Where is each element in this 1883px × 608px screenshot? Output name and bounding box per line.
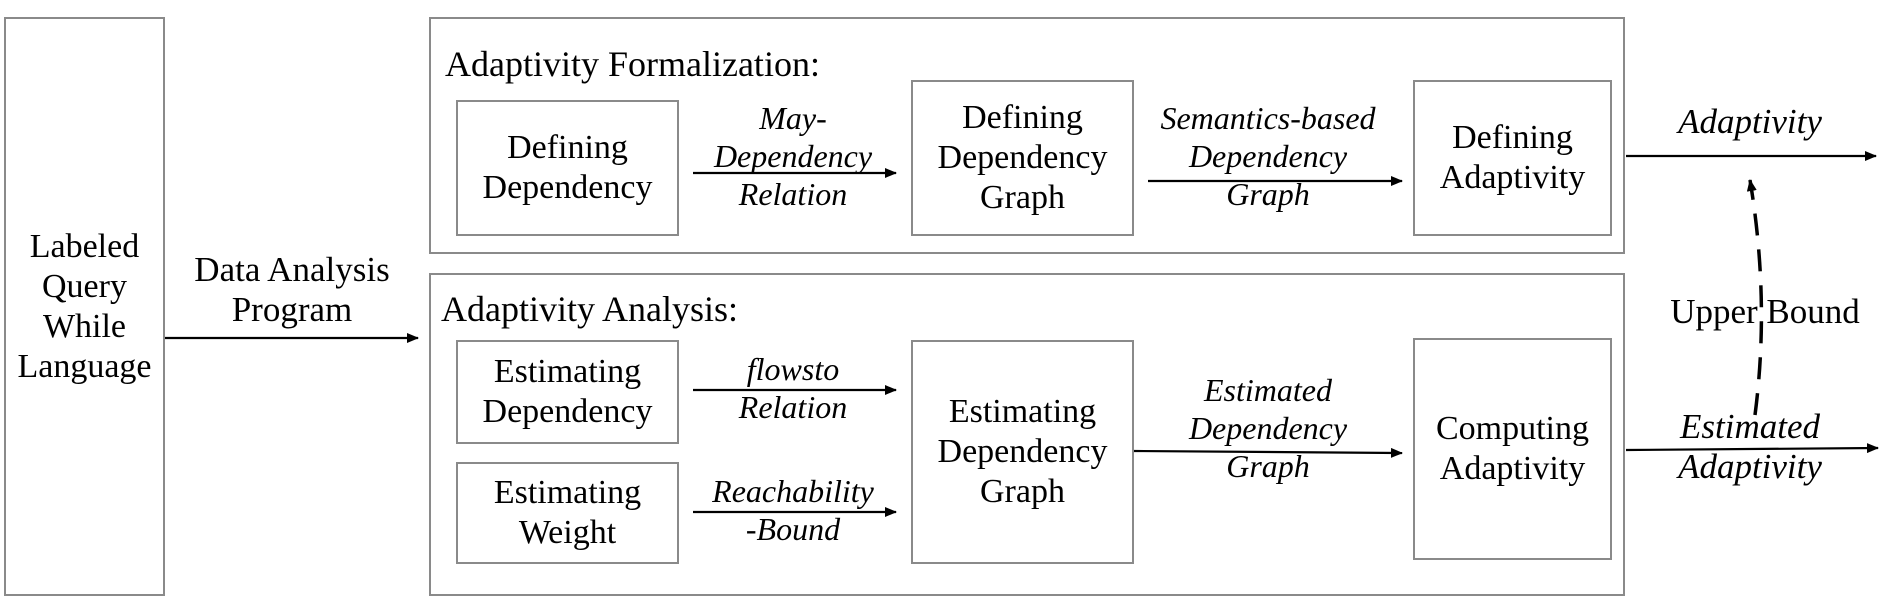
analysis-panel xyxy=(429,273,1625,596)
may-dependency-label: May- Dependency Relation xyxy=(713,100,873,212)
computing-adaptivity-box: Computing Adaptivity xyxy=(1413,338,1612,560)
estimated-graph-label: Estimated Dependency Graph xyxy=(1188,372,1348,484)
defining-dependency-graph-box: Defining Dependency Graph xyxy=(911,80,1134,236)
input-language-box: Labeled Query While Language xyxy=(4,17,165,596)
adaptivity-output-label: Adaptivity xyxy=(1678,102,1822,141)
formalization-title: Adaptivity Formalization: xyxy=(445,44,820,84)
flowsto-label: flowsto Relation xyxy=(738,351,848,425)
defining-dependency-box: Defining Dependency xyxy=(456,100,679,236)
arrow-estimated-out xyxy=(1625,443,1879,454)
semantics-graph-label: Semantics-based Dependency Graph xyxy=(1160,100,1376,212)
upper-bound-label: Upper Bound xyxy=(1670,292,1860,331)
estimating-weight-box: Estimating Weight xyxy=(456,462,679,564)
estimated-adaptivity-output-label: Estimated Adaptivity xyxy=(1678,407,1822,486)
estimating-dependency-graph-box: Estimating Dependency Graph xyxy=(911,340,1134,564)
estimating-dependency-box: Estimating Dependency xyxy=(456,340,679,444)
defining-adaptivity-box: Defining Adaptivity xyxy=(1413,80,1612,236)
analysis-title: Adaptivity Analysis: xyxy=(441,289,738,329)
arrow-estimated-graph xyxy=(1133,447,1403,458)
program-label: Data Analysis Program xyxy=(194,250,390,329)
arrow-upper-bound xyxy=(1746,179,1764,416)
formalization-panel xyxy=(429,17,1625,254)
reachability-label: Reachability -Bound xyxy=(712,473,874,547)
